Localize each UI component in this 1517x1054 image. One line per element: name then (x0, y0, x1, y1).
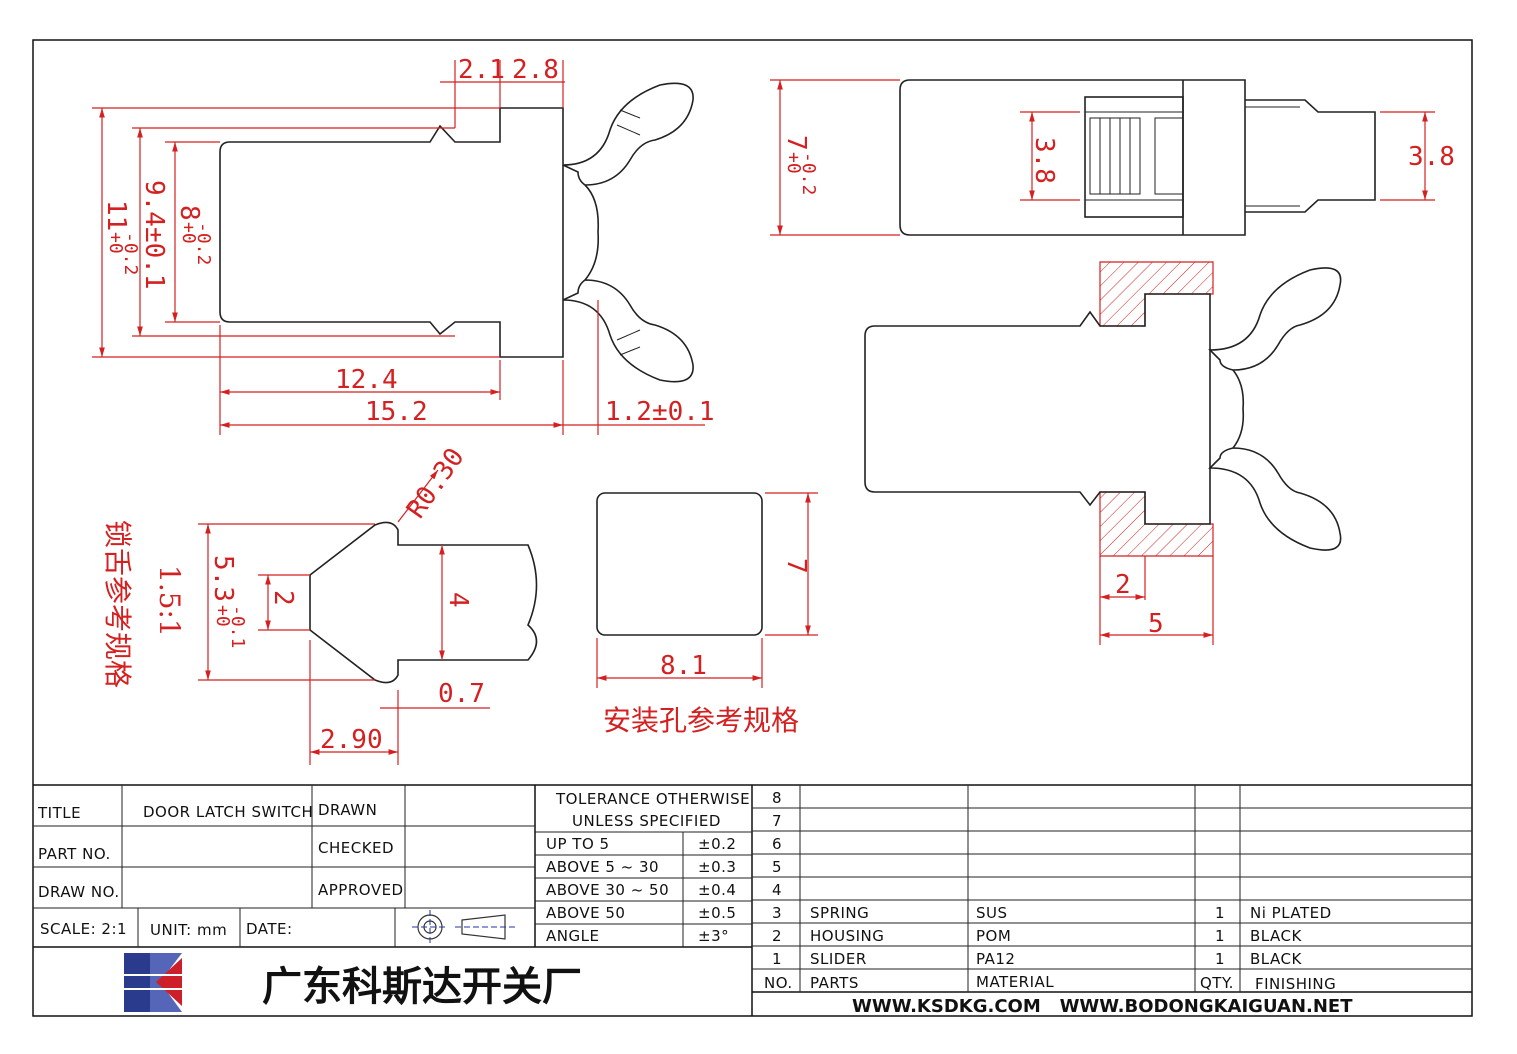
tolerance-value: ±0.4 (698, 881, 736, 899)
bom-header-finishing: FINISHING (1255, 975, 1336, 993)
bom-row-no: 7 (772, 812, 782, 830)
tolerance-range: ABOVE 30 ~ 50 (546, 881, 669, 899)
bom-header: NO. PARTS MATERIAL QTY. FINISHING (764, 973, 1336, 993)
title-label: TITLE (37, 804, 81, 822)
draw-no-label: DRAW NO. (38, 883, 120, 901)
dim-8-tol-down: -0.2 (193, 222, 214, 265)
section-view (864, 261, 1342, 557)
dim-tongue-5-3-tol-up: +0 (212, 605, 233, 627)
side-view-dimensions: 7 +0 -0.2 3.8 3.8 (770, 79, 1455, 236)
tolerance-heading-1: TOLERANCE OTHERWISE (555, 790, 750, 808)
dim-side-7-tol-down: -0.2 (798, 152, 819, 195)
tolerance-range: ABOVE 50 (546, 904, 625, 922)
bom-row-no: 3 (772, 904, 782, 922)
dim-side-7-tol-up: +0 (783, 152, 804, 174)
bom-row-material: PA12 (976, 950, 1015, 968)
mounting-hole-dimensions: 7 8.1 安装孔参考规格 (596, 492, 818, 737)
bom-row-no: 5 (772, 858, 782, 876)
dim-2-8: 2.8 (512, 55, 559, 85)
tolerance-value: ±3° (698, 927, 729, 945)
tolerance-range: ANGLE (546, 927, 599, 945)
tolerance-value: ±0.5 (698, 904, 736, 922)
tongue-detail-dimensions: R0.30 5.3 +0 -0.1 2 4 0.7 2.90 1.5:1 锁舌参… (101, 443, 490, 765)
projection-symbol (412, 910, 515, 944)
tolerance-range: ABOVE 5 ~ 30 (546, 858, 659, 876)
dim-tongue-2-90: 2.90 (320, 725, 383, 755)
part-no-label: PART NO. (38, 845, 111, 863)
bom-row-no: 1 (772, 950, 782, 968)
website-links: WWW.KSDKG.COM WWW.BODONGKAIGUAN.NET (852, 996, 1353, 1017)
dim-9-4: 9.4±0.1 (139, 180, 169, 290)
tolerance-value: ±0.2 (698, 835, 736, 853)
tongue-scale-note: 1.5:1 (153, 565, 186, 637)
dim-tongue-2: 2 (268, 590, 298, 606)
bom-row-qty: 1 (1215, 904, 1225, 922)
bom-header-parts: PARTS (810, 974, 859, 992)
bom-row-material: POM (976, 927, 1011, 945)
dim-1-2: 1.2±0.1 (605, 397, 715, 427)
bom-row-no: 8 (772, 789, 782, 807)
dim-sect-2: 2 (1115, 570, 1131, 600)
dim-hole-8-1: 8.1 (660, 651, 707, 681)
dim-side-3-8-inner: 3.8 (1029, 137, 1059, 184)
dim-8-tol-up: +0 (178, 222, 199, 244)
dim-11-tol-down: -0.2 (120, 232, 141, 275)
tolerance-heading-2: UNLESS SPECIFIED (572, 812, 721, 830)
bom-row-finishing: Ni PLATED (1250, 904, 1332, 922)
dim-2-1: 2.1 (458, 55, 505, 85)
bom-row-part: SPRING (810, 904, 869, 922)
bom-row-finishing: BLACK (1250, 927, 1302, 945)
side-view (899, 79, 1376, 236)
dim-tongue-0-7: 0.7 (438, 679, 485, 709)
front-view (219, 82, 694, 383)
bom-row-finishing: BLACK (1250, 950, 1302, 968)
bom-row-material: SUS (976, 904, 1008, 922)
bom-row-no: 6 (772, 835, 782, 853)
dim-8: 8 (174, 205, 204, 221)
dim-r030: R0.30 (401, 443, 470, 524)
bom-row-no: 2 (772, 927, 782, 945)
dim-12-4: 12.4 (335, 365, 398, 395)
front-view-dimensions: 2.1 2.8 11 +0 -0.2 9.4±0.1 8 +0 -0.2 12.… (92, 55, 715, 435)
drawn-label: DRAWN (318, 801, 377, 819)
mounting-hole (596, 492, 763, 636)
unit-label: UNIT: mm (150, 921, 227, 939)
dim-hole-7: 7 (781, 558, 811, 574)
dim-tongue-5-3: 5.3 (208, 555, 238, 602)
dim-11-tol-up: +0 (105, 232, 126, 254)
checked-label: CHECKED (318, 839, 394, 857)
dim-sect-5: 5 (1148, 609, 1164, 639)
scale-label: SCALE: 2:1 (40, 920, 127, 938)
dim-15-2: 15.2 (365, 397, 428, 427)
tongue-detail (309, 521, 538, 684)
date-label: DATE: (246, 920, 293, 938)
company-name: 广东科斯达开关厂 (262, 964, 582, 1010)
hole-ref-note: 安装孔参考规格 (603, 704, 799, 737)
bom-header-qty: QTY. (1200, 974, 1234, 992)
bom-header-material: MATERIAL (976, 973, 1054, 991)
bom-row-qty: 1 (1215, 927, 1225, 945)
tongue-ref-note: 锁舌参考规格 (101, 520, 134, 688)
section-view-dimensions: 2 5 (1099, 556, 1214, 645)
bom-row-qty: 1 (1215, 950, 1225, 968)
bom-row-no: 4 (772, 881, 782, 899)
title-block-text: TITLE DOOR LATCH SWITCH PART NO. DRAW NO… (37, 790, 1353, 1017)
dim-side-7: 7 (781, 135, 811, 151)
bom-row-part: HOUSING (810, 927, 884, 945)
bom-row-part: SLIDER (810, 950, 867, 968)
title-value: DOOR LATCH SWITCH (143, 803, 313, 821)
bom-header-no: NO. (764, 974, 793, 992)
tolerance-range: UP TO 5 (546, 835, 610, 853)
approved-label: APPROVED (318, 881, 404, 899)
company-logo (123, 952, 183, 1012)
tolerance-value: ±0.3 (698, 858, 736, 876)
dim-tongue-5-3-tol-down: -0.1 (227, 605, 248, 648)
dim-11: 11 (101, 200, 131, 231)
dim-tongue-4: 4 (443, 592, 473, 608)
dim-side-3-8-outer: 3.8 (1408, 142, 1455, 172)
title-block (33, 784, 1472, 1016)
